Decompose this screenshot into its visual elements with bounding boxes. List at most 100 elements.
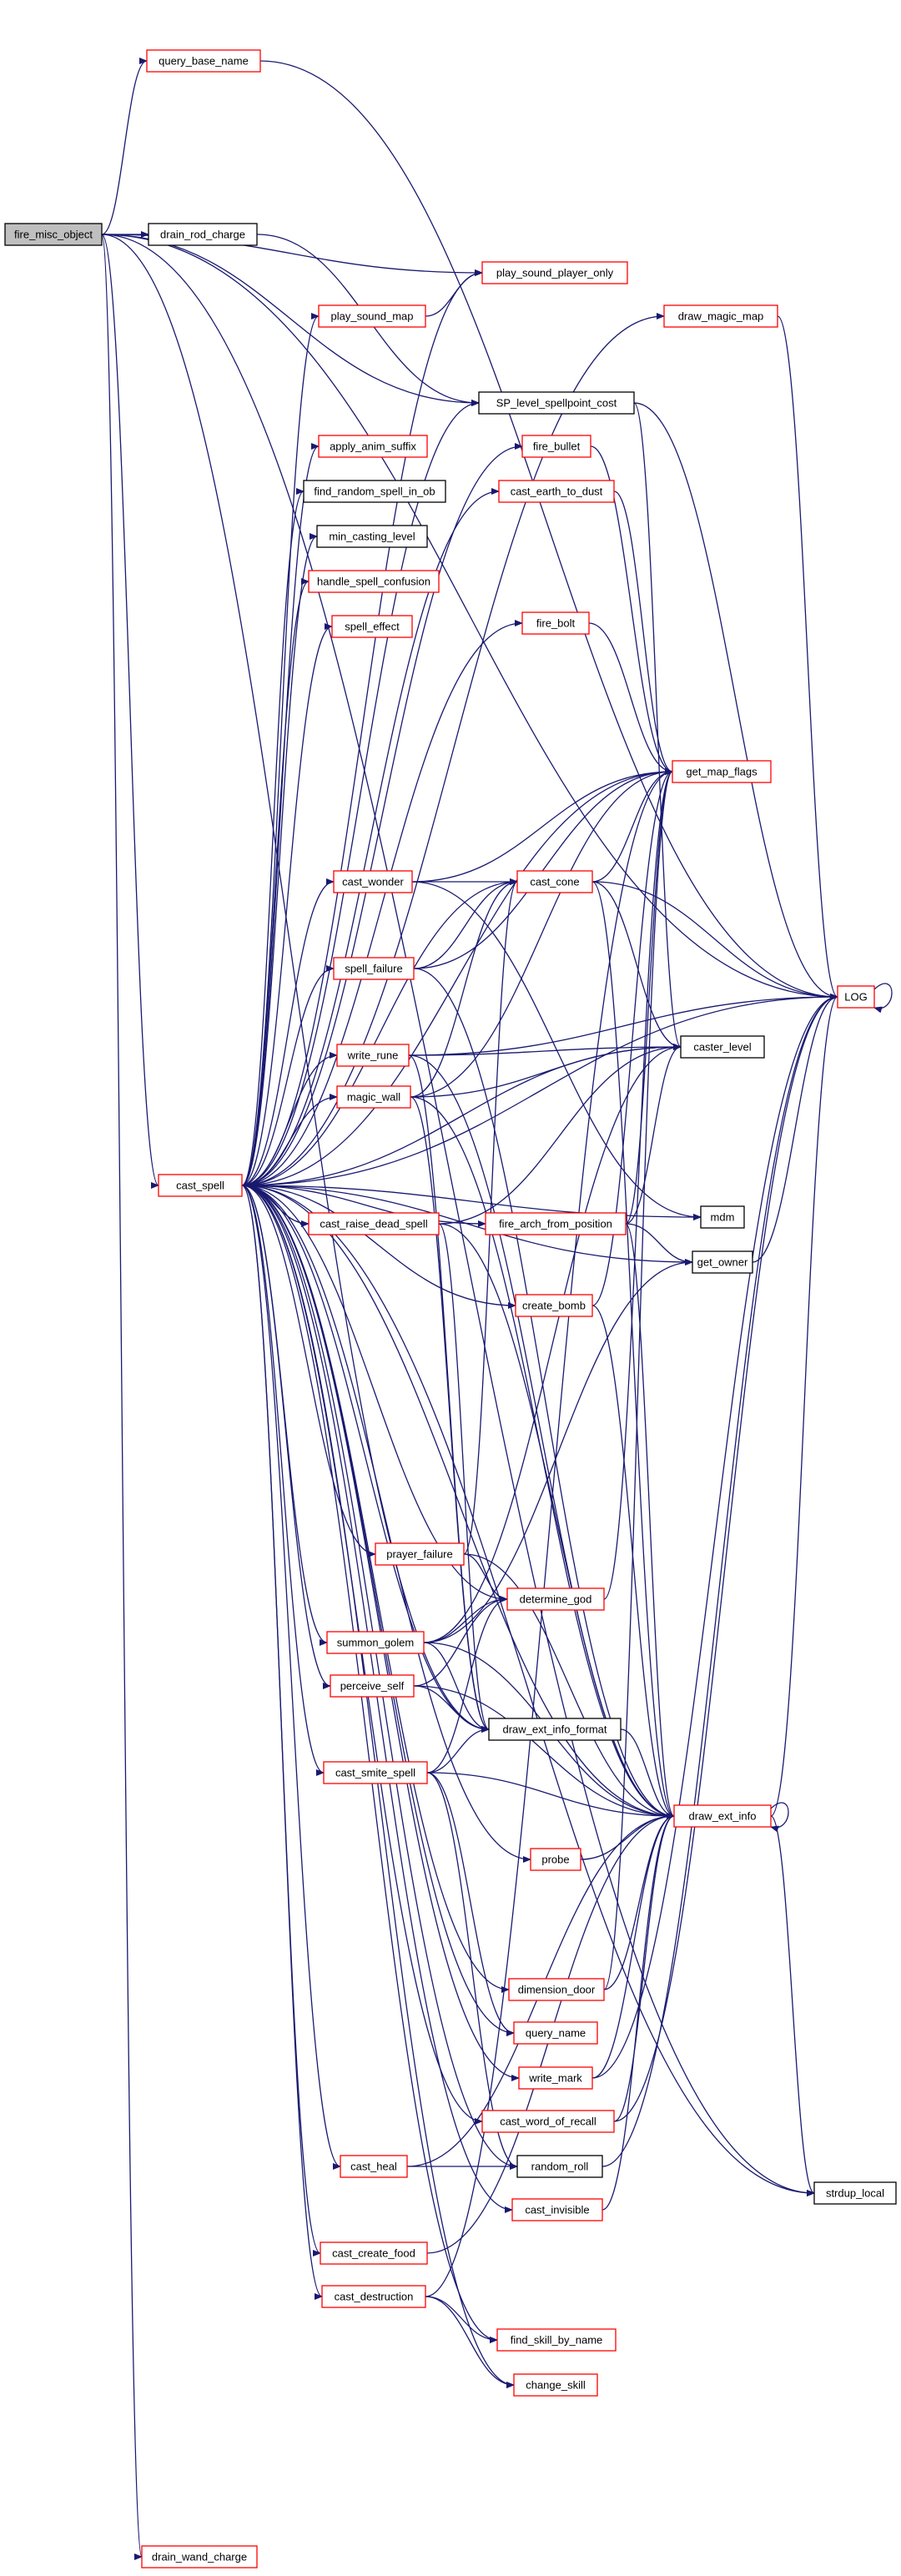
node-cast_raise_dead_spell[interactable]: cast_raise_dead_spell xyxy=(308,1212,440,1235)
node-write_rune[interactable]: write_rune xyxy=(336,1044,410,1067)
node-write_mark[interactable]: write_mark xyxy=(518,2066,593,2090)
node-draw_magic_map[interactable]: draw_magic_map xyxy=(663,304,778,328)
node-box xyxy=(320,2241,428,2265)
node-get_owner[interactable]: get_owner xyxy=(692,1250,753,1274)
node-drain_wand_charge[interactable]: drain_wand_charge xyxy=(141,2545,258,2568)
node-label: cast_invisible xyxy=(525,2204,589,2216)
node-label: cast_wonder xyxy=(342,876,404,888)
edge-cast_spell-to-dimension_door xyxy=(241,1185,510,1993)
node-probe[interactable]: probe xyxy=(530,1848,581,1871)
node-change_skill[interactable]: change_skill xyxy=(513,2373,598,2397)
node-caster_level[interactable]: caster_level xyxy=(680,1035,765,1059)
node-box xyxy=(516,2155,603,2178)
edge-cast_spell-to-find_random_spell_in_ob xyxy=(241,488,305,1186)
edge-cast_spell-to-handle_spell_confusion xyxy=(241,578,310,1186)
edge-create_bomb-to-draw_ext_info xyxy=(591,1305,675,1819)
node-label: create_bomb xyxy=(522,1300,586,1312)
node-LOG[interactable]: LOG xyxy=(837,985,875,1009)
node-cast_word_of_recall[interactable]: cast_word_of_recall xyxy=(481,2110,615,2133)
node-label: handle_spell_confusion xyxy=(317,576,430,588)
node-label: cast_create_food xyxy=(332,2247,415,2260)
edge-cast_smite_spell-to-random_roll xyxy=(426,1772,518,2170)
node-fire_arch_from_position[interactable]: fire_arch_from_position xyxy=(485,1212,627,1235)
node-drain_rod_charge[interactable]: drain_rod_charge xyxy=(148,223,258,246)
node-get_map_flags[interactable]: get_map_flags xyxy=(672,760,772,783)
node-box xyxy=(516,870,593,893)
edge-draw_ext_info-to-draw_ext_info xyxy=(770,1802,789,1833)
node-cast_create_food[interactable]: cast_create_food xyxy=(320,2241,428,2265)
node-label: dimension_door xyxy=(518,1984,596,1996)
node-cast_invisible[interactable]: cast_invisible xyxy=(511,2198,603,2221)
node-fire_bullet[interactable]: fire_bullet xyxy=(521,435,591,458)
node-find_random_spell_in_ob[interactable]: find_random_spell_in_ob xyxy=(303,480,446,503)
node-find_skill_by_name[interactable]: find_skill_by_name xyxy=(496,2328,617,2352)
node-mdm[interactable]: mdm xyxy=(700,1205,745,1229)
edge-layer xyxy=(101,58,893,2559)
node-label: write_rune xyxy=(347,1049,399,1062)
edge-fire_misc_object-to-drain_wand_charge xyxy=(101,234,143,2559)
node-play_sound_player_only[interactable]: play_sound_player_only xyxy=(481,261,628,284)
node-strdup_local[interactable]: strdup_local xyxy=(813,2181,897,2205)
node-label: cast_destruction xyxy=(335,2291,414,2303)
node-cast_wonder[interactable]: cast_wonder xyxy=(333,870,413,893)
node-draw_ext_info[interactable]: draw_ext_info xyxy=(673,1804,772,1828)
node-min_casting_level[interactable]: min_casting_level xyxy=(316,525,428,548)
node-box xyxy=(481,261,628,284)
edge-query_base_name-to-LOG xyxy=(259,60,838,1000)
edge-magic_wall-to-draw_ext_info_format xyxy=(410,1096,490,1733)
node-query_base_name[interactable]: query_base_name xyxy=(146,49,261,73)
node-label: cast_word_of_recall xyxy=(500,2116,596,2128)
node-cast_smite_spell[interactable]: cast_smite_spell xyxy=(323,1761,428,1784)
node-fire_misc_object[interactable]: fire_misc_object xyxy=(4,223,103,246)
node-apply_anim_suffix[interactable]: apply_anim_suffix xyxy=(318,435,428,458)
node-box xyxy=(340,2155,408,2178)
node-label: magic_wall xyxy=(347,1091,400,1104)
node-perceive_self[interactable]: perceive_self xyxy=(330,1674,415,1698)
node-magic_wall[interactable]: magic_wall xyxy=(336,1085,411,1109)
node-label: query_name xyxy=(526,2027,586,2040)
node-fire_bolt[interactable]: fire_bolt xyxy=(521,611,590,635)
node-box xyxy=(141,2545,258,2568)
edge-cast_raise_dead_spell-to-draw_ext_info xyxy=(438,1223,675,1819)
edge-draw_ext_info-to-strdup_local xyxy=(770,1815,815,2196)
node-random_roll[interactable]: random_roll xyxy=(516,2155,603,2178)
node-cast_destruction[interactable]: cast_destruction xyxy=(321,2285,426,2308)
edge-draw_ext_info_format-to-draw_ext_info xyxy=(620,1728,675,1819)
node-spell_effect[interactable]: spell_effect xyxy=(331,615,413,638)
node-label: cast_raise_dead_spell xyxy=(320,1218,427,1230)
node-box xyxy=(521,435,591,458)
node-spell_failure[interactable]: spell_failure xyxy=(333,957,415,980)
node-play_sound_map[interactable]: play_sound_map xyxy=(318,304,426,328)
node-box xyxy=(511,2198,603,2221)
node-box xyxy=(375,1542,465,1566)
edge-cast_spell-to-determine_god xyxy=(241,1185,508,1602)
node-draw_ext_info_format[interactable]: draw_ext_info_format xyxy=(488,1718,622,1741)
node-query_name[interactable]: query_name xyxy=(513,2021,598,2045)
node-summon_golem[interactable]: summon_golem xyxy=(326,1631,425,1654)
edge-cast_spell-to-fire_bolt xyxy=(241,620,523,1186)
node-box xyxy=(148,223,258,246)
node-cast_cone[interactable]: cast_cone xyxy=(516,870,593,893)
node-dimension_door[interactable]: dimension_door xyxy=(508,1978,605,2001)
node-label: random_roll xyxy=(531,2161,589,2173)
edge-cast_smite_spell-to-determine_god xyxy=(426,1596,508,1774)
edge-cast_spell-to-caster_level xyxy=(241,1044,682,1186)
node-box xyxy=(303,480,446,503)
node-cast_spell[interactable]: cast_spell xyxy=(158,1174,243,1197)
node-determine_god[interactable]: determine_god xyxy=(506,1587,605,1611)
edge-cast_spell-to-get_owner xyxy=(241,1185,693,1265)
node-SP_level_spellpoint_cost[interactable]: SP_level_spellpoint_cost xyxy=(478,391,635,415)
node-cast_heal[interactable]: cast_heal xyxy=(340,2155,408,2178)
node-prayer_failure[interactable]: prayer_failure xyxy=(375,1542,465,1566)
node-box xyxy=(336,1085,411,1109)
node-label: probe xyxy=(541,1854,569,1866)
node-cast_earth_to_dust[interactable]: cast_earth_to_dust xyxy=(498,480,615,503)
node-label: query_base_name xyxy=(159,55,249,68)
node-label: strdup_local xyxy=(826,2187,884,2200)
node-create_bomb[interactable]: create_bomb xyxy=(515,1294,593,1317)
node-label: draw_ext_info_format xyxy=(502,1723,607,1736)
node-box xyxy=(498,480,615,503)
node-label: apply_anim_suffix xyxy=(330,440,416,453)
node-handle_spell_confusion[interactable]: handle_spell_confusion xyxy=(308,570,440,593)
